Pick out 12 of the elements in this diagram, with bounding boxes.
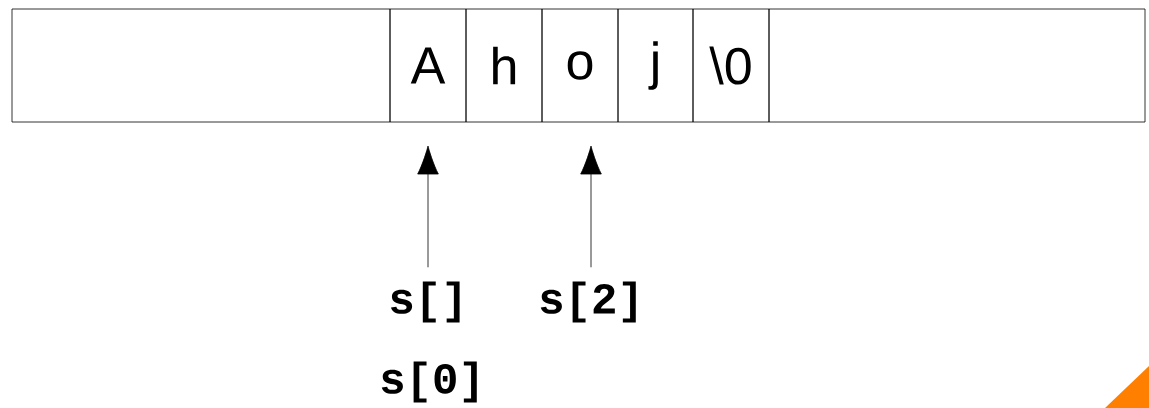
code-label: s[2] <box>540 281 636 323</box>
code-label: s[] <box>391 281 460 323</box>
empty-cell <box>11 8 391 123</box>
letter-cell: A <box>389 8 467 123</box>
arrow <box>580 145 602 268</box>
letter-cell: o <box>541 8 619 123</box>
arrow <box>417 145 439 268</box>
code-label: s[0] <box>381 361 477 403</box>
letter-cell: j <box>617 8 694 123</box>
letter-cell: \0 <box>692 8 770 123</box>
letter-cell: h <box>465 8 543 123</box>
empty-cell <box>768 8 1146 123</box>
